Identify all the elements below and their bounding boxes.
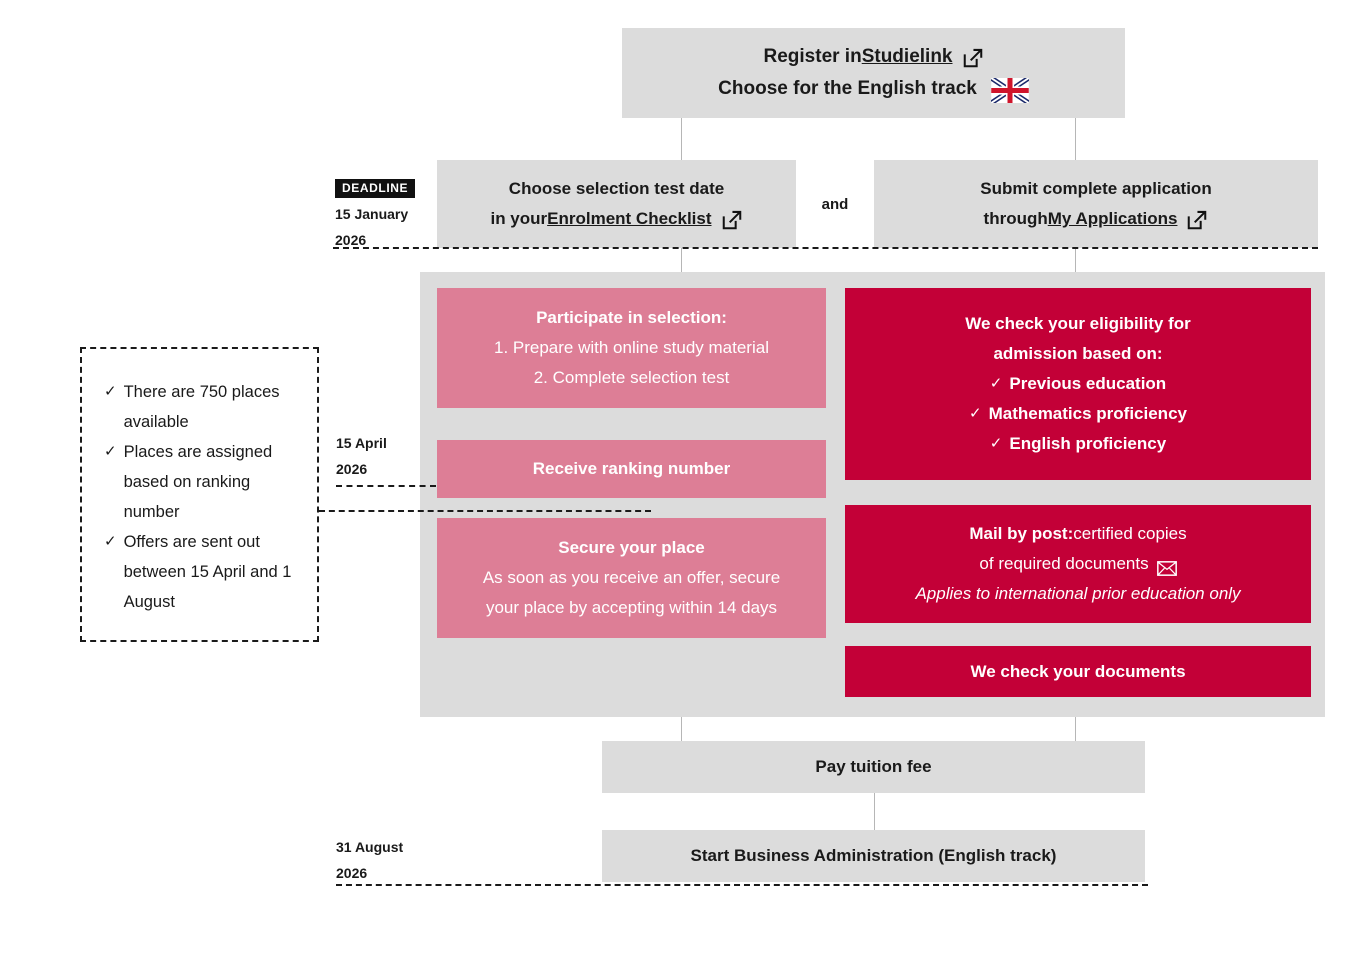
connector-row2-to-panel-right	[1075, 248, 1076, 274]
mail-by-post-box: Mail by post: certified copies of requir…	[845, 505, 1311, 623]
my-applications-link[interactable]: My Applications	[1047, 209, 1178, 228]
deadline-january-line1: 15 January	[335, 206, 409, 222]
external-link-icon[interactable]	[721, 209, 743, 231]
date-august-line2: 2026	[336, 865, 368, 881]
enrolment-checklist-link[interactable]: Enrolment Checklist	[547, 209, 712, 228]
tuition-title: Pay tuition fee	[815, 757, 932, 776]
and-text: and	[821, 195, 849, 213]
info-box-connector-rule	[319, 510, 651, 512]
uk-flag-icon	[989, 75, 1030, 105]
check-documents-box: We check your documents	[845, 646, 1311, 697]
date-august-line1: 31 August	[336, 839, 404, 855]
eligibility-item-2: English proficiency	[1009, 434, 1167, 453]
eligibility-line-1: We check your eligibility for	[965, 314, 1191, 333]
register-line-2: Choose for the English track	[718, 73, 1030, 105]
eligibility-item-1: Mathematics proficiency	[988, 404, 1187, 423]
check-icon: ✓	[104, 533, 117, 550]
check-icon: ✓	[989, 435, 1003, 452]
date-april-label: 15 April 2026	[336, 430, 387, 482]
places-info-item-0: There are 750 places available	[123, 383, 280, 431]
participate-step-2: 2. Complete selection test	[533, 368, 730, 387]
start-programme-box: Start Business Administration (English t…	[602, 830, 1145, 882]
external-link-icon[interactable]	[962, 47, 984, 69]
receive-ranking-number-box: Receive ranking number	[437, 440, 826, 498]
date-august-rule	[336, 884, 1148, 886]
date-april-line2: 2026	[336, 461, 368, 477]
deadline-badge: DEADLINE	[335, 179, 416, 198]
mail-line-2: of required documents	[979, 549, 1177, 579]
pay-tuition-fee-box: Pay tuition fee	[602, 741, 1145, 793]
check-icon: ✓	[104, 443, 117, 460]
mail-line1-rest: certified copies	[1073, 524, 1187, 543]
eligibility-item-2-row: ✓ English proficiency	[990, 429, 1166, 459]
mail-line-1: Mail by post: certified copies	[969, 519, 1186, 549]
participate-in-selection-box: Participate in selection: 1. Prepare wit…	[437, 288, 826, 408]
connector-row2-to-panel-left	[681, 248, 682, 274]
mail-line-3: Applies to international prior education…	[915, 584, 1241, 603]
start-programme-title: Start Business Administration (English t…	[690, 846, 1057, 865]
submit-line-1: Submit complete application	[980, 179, 1212, 198]
connector-register-to-row2-left	[681, 118, 682, 160]
eligibility-item-0: Previous education	[1009, 374, 1167, 393]
envelope-icon	[1156, 556, 1177, 576]
check-icon: ✓	[104, 383, 117, 400]
places-info-item-1: Places are assigned based on ranking num…	[123, 443, 273, 521]
studielink-link[interactable]: Studielink	[861, 46, 953, 67]
participate-step-1: 1. Prepare with online study material	[494, 338, 769, 357]
date-august-label: 31 August 2026	[336, 834, 403, 886]
deadline-january-date: 15 January 2026	[335, 201, 408, 253]
selection-test-line-2: in your Enrolment Checklist	[490, 204, 742, 234]
register-line1-text: Register in	[763, 46, 862, 67]
check-icon: ✓	[969, 405, 982, 422]
mail-line2-text: of required documents	[979, 554, 1149, 573]
ranking-title: Receive ranking number	[532, 459, 731, 478]
secure-your-place-box: Secure your place As soon as you receive…	[437, 518, 826, 638]
submit-line2-text: through	[983, 209, 1048, 228]
participate-title: Participate in selection:	[536, 308, 727, 327]
list-item: ✓ Places are assigned based on ranking n…	[104, 437, 299, 527]
connector-panel-to-tuition-left	[681, 717, 682, 741]
deadline-january-rule	[333, 247, 1318, 249]
register-line-1: Register in Studielink	[764, 41, 984, 73]
connector-tuition-to-start	[874, 793, 875, 830]
list-item: ✓ Offers are sent out between 15 April a…	[104, 527, 299, 617]
places-info-box: ✓ There are 750 places available ✓ Place…	[80, 347, 319, 642]
eligibility-item-0-row: ✓ Previous education	[990, 369, 1166, 399]
secure-line-3: your place by accepting within 14 days	[485, 598, 778, 617]
mail-line1-bold: Mail by post:	[969, 524, 1074, 543]
date-april-rule	[336, 485, 436, 487]
register-studielink-box[interactable]: Register in Studielink Choose for the En…	[622, 28, 1125, 118]
date-april-line1: 15 April	[336, 435, 387, 451]
eligibility-line-2: admission based on:	[993, 344, 1163, 363]
selection-test-line2-text: in your	[490, 209, 548, 228]
eligibility-check-box: We check your eligibility for admission …	[845, 288, 1311, 480]
places-info-item-2: Offers are sent out between 15 April and…	[123, 533, 292, 611]
and-connector-label: and	[800, 186, 870, 222]
selection-test-line-1: Choose selection test date	[508, 179, 725, 198]
deadline-january-line2: 2026	[335, 232, 367, 248]
check-icon: ✓	[989, 375, 1003, 392]
register-line2-text: Choose for the English track	[718, 78, 977, 99]
external-link-icon[interactable]	[1186, 209, 1208, 231]
secure-title: Secure your place	[558, 538, 705, 557]
choose-selection-test-date-box[interactable]: Choose selection test date in your Enrol…	[437, 160, 796, 248]
connector-register-to-row2-right	[1075, 118, 1076, 160]
secure-line-2: As soon as you receive an offer, secure	[482, 568, 781, 587]
places-info-list: ✓ There are 750 places available ✓ Place…	[104, 377, 299, 617]
submit-application-box[interactable]: Submit complete application through My A…	[874, 160, 1318, 248]
list-item: ✓ There are 750 places available	[104, 377, 299, 437]
eligibility-item-1-row: ✓ Mathematics proficiency	[969, 399, 1187, 429]
submit-line-2: through My Applications	[984, 204, 1209, 234]
check-documents-title: We check your documents	[970, 661, 1186, 681]
connector-panel-to-tuition-right	[1075, 717, 1076, 741]
